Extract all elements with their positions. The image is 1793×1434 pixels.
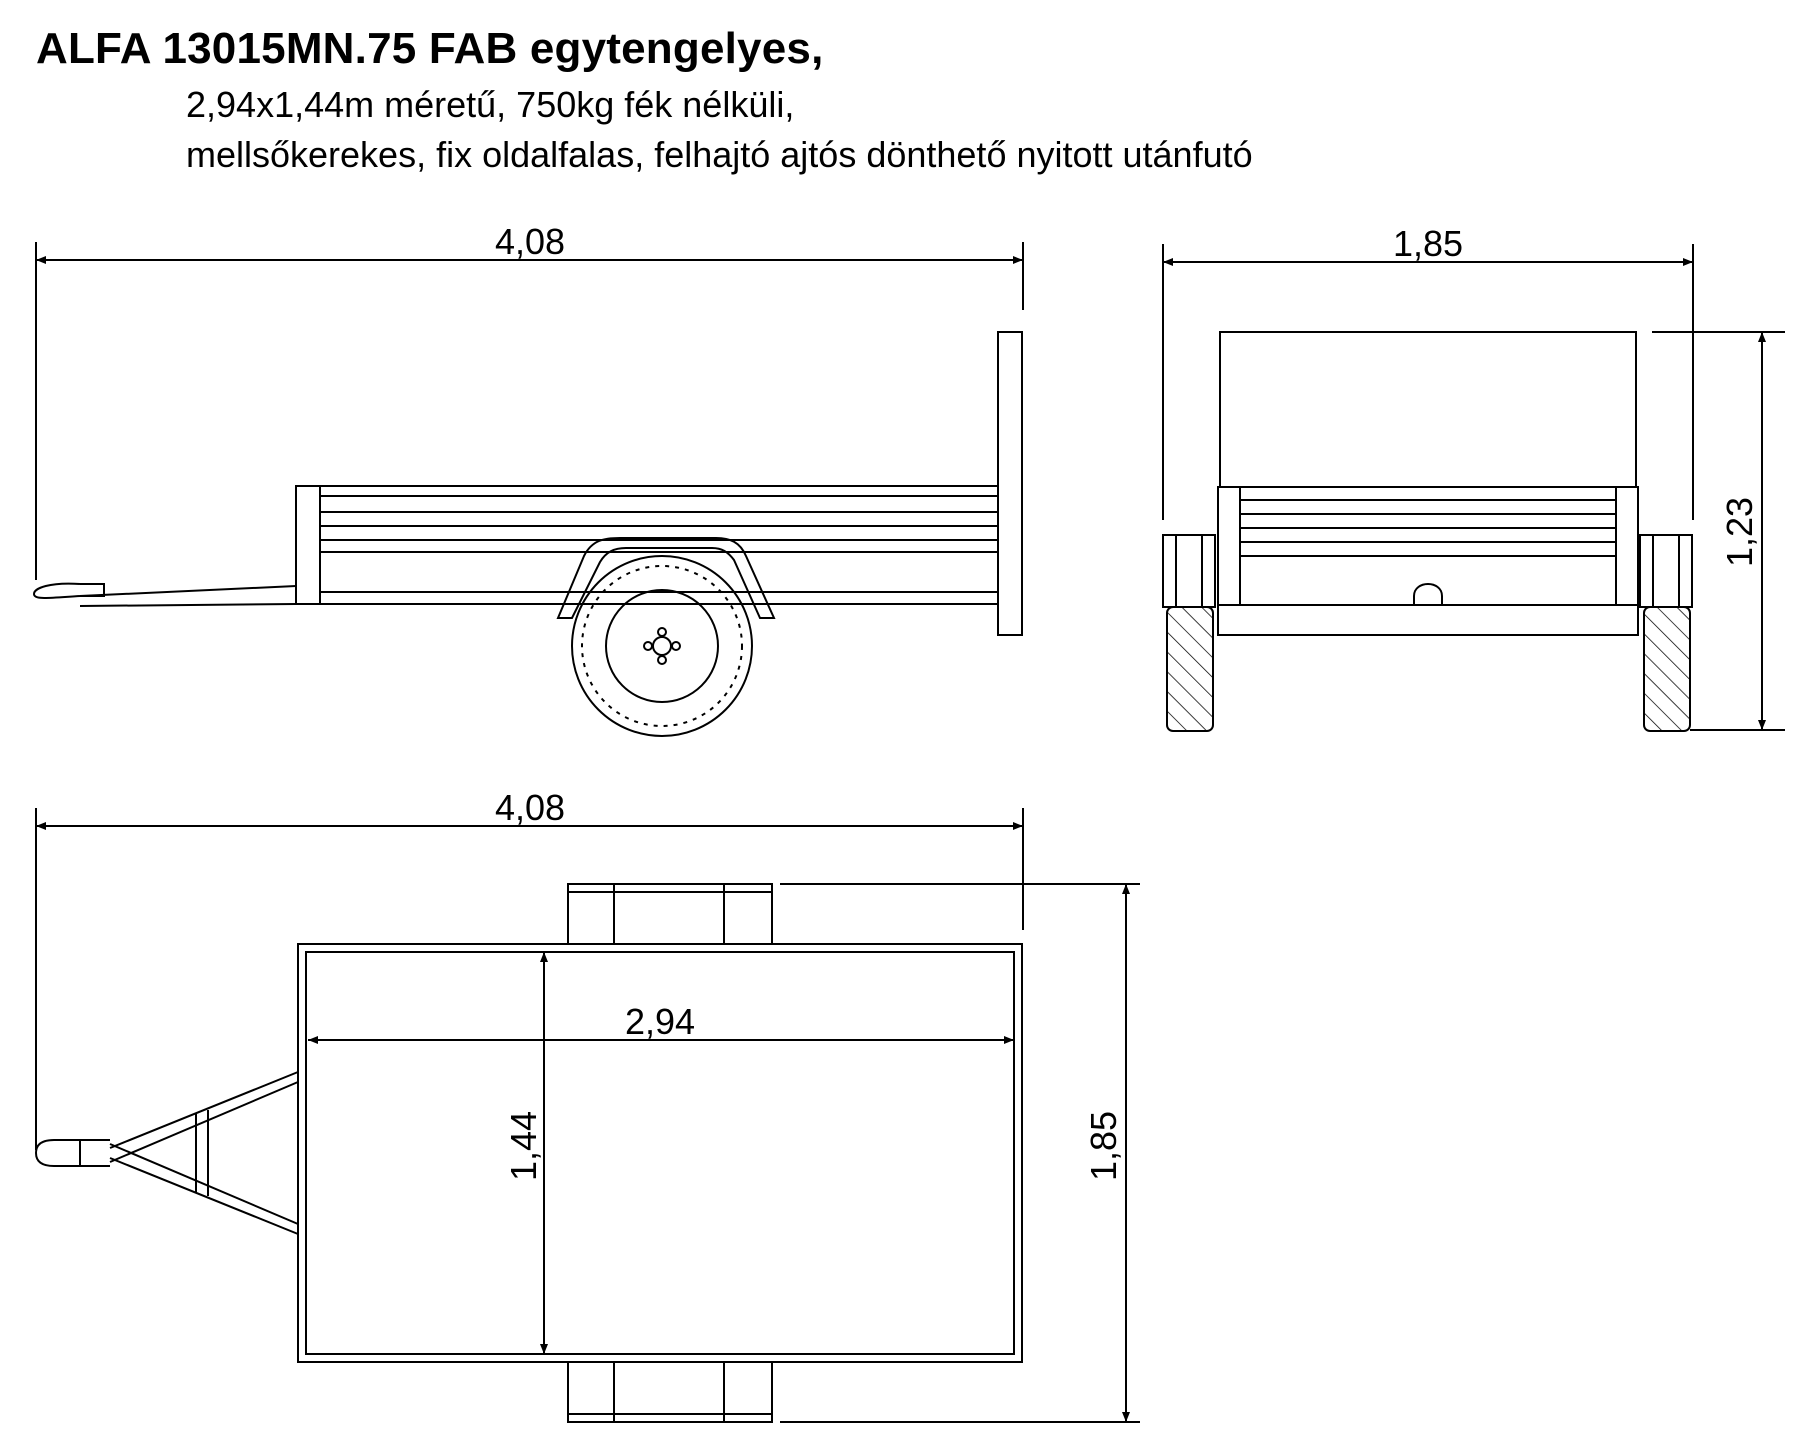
side-fender [556,537,776,619]
side-headboard [997,331,1023,636]
side-wheel [571,555,753,737]
side-rear-post [295,485,321,605]
side-length-label: 4,08 [495,221,565,262]
drawing-subtitle-line-2: mellsőkerekes, fix oldalfalas, felhajtó … [186,134,1253,175]
rear-width-dimension [1162,244,1694,520]
rear-body [1217,486,1639,636]
top-width-dimension [780,883,1140,1423]
drawing-title: ALFA 13015MN.75 FAB egytengelyes, [36,24,824,73]
rear-left-fender [1162,534,1216,608]
top-length-label: 4,08 [495,787,565,828]
top-drawbar [34,1071,299,1235]
rear-height-label: 1,23 [1719,497,1760,567]
rear-width-label: 1,85 [1393,223,1463,264]
rear-right-tire [1643,606,1691,732]
rear-height-dimension [1652,331,1785,731]
drawing-subtitle-line-1: 2,94x1,44m méretű, 750kg fék nélküli, [186,84,795,125]
top-length-dimension [35,808,1024,1150]
side-view: 4,08 [32,221,1024,737]
rear-view: 1,85 1,23 [1162,223,1785,732]
rear-right-fender [1639,534,1693,608]
top-bed-inner [305,951,1015,1355]
rear-left-tire [1166,606,1214,732]
top-view: 4,08 2,94 1,44 1,85 [34,787,1140,1423]
rear-headboard [1219,331,1637,488]
side-length-dimension [35,242,1024,580]
side-drawbar [32,582,297,607]
bed-width-label: 1,44 [503,1111,544,1181]
top-bed-outer [297,943,1023,1363]
bed-length-label: 2,94 [625,1001,695,1042]
top-width-label: 1,85 [1083,1111,1124,1181]
